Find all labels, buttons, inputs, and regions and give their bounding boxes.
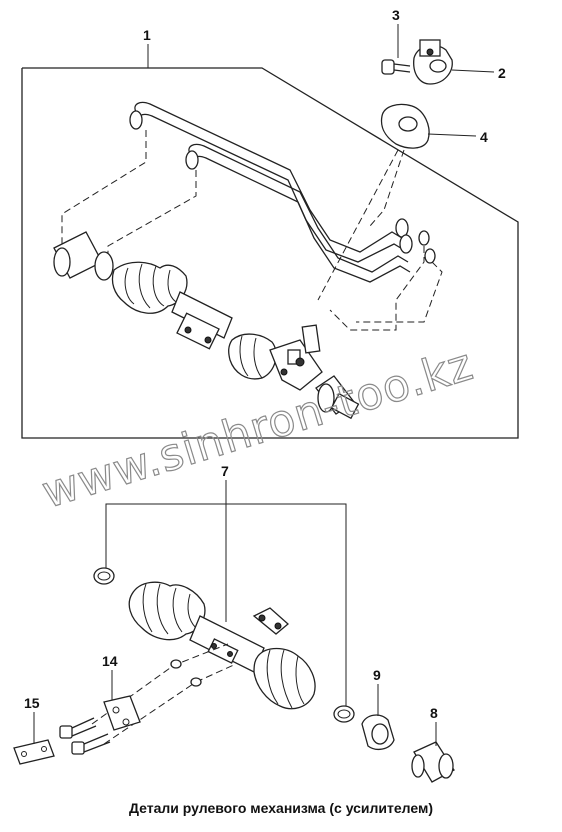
lower-washers [170,659,202,687]
callout-15: 15 [24,695,40,711]
part-14-mounting-plate [103,670,141,731]
steering-rack-assembly [53,231,360,420]
part-4-seal [380,103,477,149]
part-8-rack-end [411,722,455,783]
upper-dashed-leaders [61,130,443,331]
callout-9: 9 [373,667,381,683]
part-9-bushing [361,684,395,751]
callout-14: 14 [102,653,118,669]
hydraulic-lines [129,101,436,283]
callout-7: 7 [221,463,229,479]
part-15-plate [13,712,55,765]
callout-1: 1 [143,27,151,43]
exploded-view-bracket [105,480,347,706]
callout-4: 4 [480,129,488,145]
part-2-flange-joint [413,39,495,85]
mounting-bolts [59,717,111,755]
diagram-caption: Детали рулевого механизма (с усилителем) [129,800,433,816]
lower-dashed-leaders [91,643,237,745]
callout-8: 8 [430,705,438,721]
callout-2: 2 [498,65,506,81]
part-3-bolt [381,24,411,75]
lower-rack-components [93,567,355,723]
callout-3: 3 [392,7,400,23]
assembly-frame [21,67,519,439]
